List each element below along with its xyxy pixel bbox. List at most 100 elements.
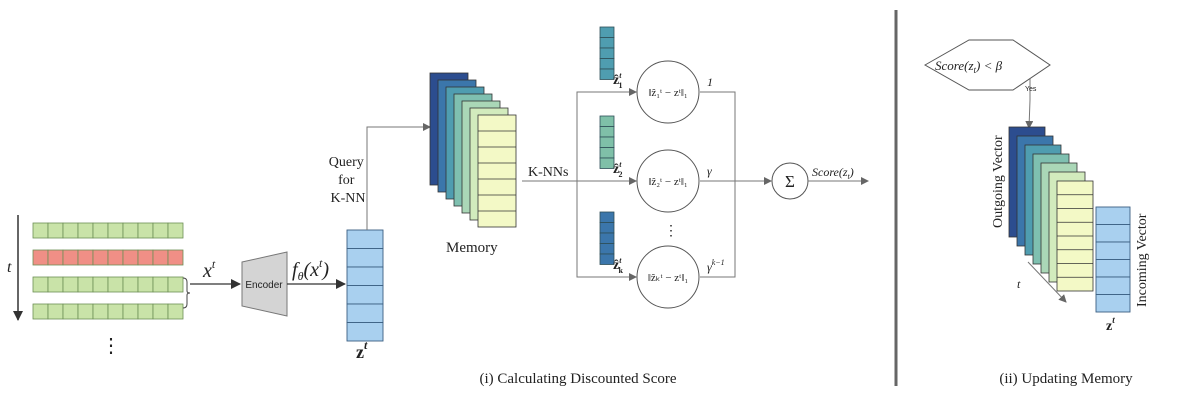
- input-cell: [167, 303, 184, 320]
- neighbor-vector: [599, 115, 615, 169]
- incoming-cell: [1095, 294, 1131, 313]
- discount-weight: 1: [707, 75, 713, 89]
- time-axis-label: t: [7, 259, 12, 276]
- input-cell: [92, 222, 109, 239]
- knn-label: K-NNs: [528, 165, 568, 180]
- input-cell: [77, 249, 94, 266]
- input-cell: [62, 276, 79, 293]
- input-cell: [107, 249, 124, 266]
- input-cell: [122, 249, 139, 266]
- update-vector-label: zt: [1106, 315, 1115, 334]
- score-output-label: Score(zt): [812, 165, 854, 181]
- outgoing-label: Outgoing Vector: [991, 135, 1006, 228]
- input-cell: [137, 249, 154, 266]
- input-sequence: [32, 222, 184, 320]
- neighbor-vector: [599, 211, 615, 265]
- merge-line-bottom: [700, 181, 736, 278]
- input-cell: [167, 222, 184, 239]
- incoming-cell: [1095, 206, 1131, 225]
- sum-symbol: Σ: [785, 172, 795, 191]
- embedding-cell: [346, 248, 384, 268]
- input-cell: [92, 303, 109, 320]
- input-cell: [137, 303, 154, 320]
- embedding-vector: [346, 229, 384, 342]
- update-time-label: t: [1017, 277, 1021, 291]
- incoming-cell: [1095, 241, 1131, 260]
- yes-label: Yes: [1025, 86, 1037, 93]
- input-cell: [152, 276, 169, 293]
- embedding-cell: [346, 322, 384, 342]
- input-label: xt: [202, 257, 216, 282]
- input-cell: [62, 222, 79, 239]
- caption-left: (i) Calculating Discounted Score: [479, 371, 676, 387]
- input-row: [32, 222, 184, 239]
- input-cell: [92, 249, 109, 266]
- incoming-label: Incoming Vector: [1135, 213, 1150, 307]
- incoming-cell: [1095, 276, 1131, 295]
- input-cell: [122, 276, 139, 293]
- knn-branch-bottom: [576, 181, 637, 281]
- distance-formula: ‖ẑₖᵗ − zᵗ‖₁: [648, 272, 689, 284]
- condition-label: Score(zt) < β: [935, 58, 1003, 75]
- input-cell: [152, 303, 169, 320]
- input-cell: [77, 222, 94, 239]
- input-cell: [122, 303, 139, 320]
- input-cell: [32, 249, 49, 266]
- input-row: [32, 303, 184, 320]
- encoder-block: [241, 251, 288, 317]
- embedding-cell: [346, 266, 384, 286]
- input-cell: [32, 303, 49, 320]
- condition-diamond: [923, 39, 1051, 91]
- query-arrow: [366, 123, 431, 230]
- neighbor-vector: [599, 26, 615, 80]
- incoming-vector: [1095, 206, 1131, 313]
- distance-node: [636, 60, 700, 124]
- input-cell: [47, 222, 64, 239]
- distance-node: [636, 245, 700, 309]
- time-axis: t: [7, 215, 23, 321]
- input-row: [32, 276, 184, 293]
- input-cell: [167, 249, 184, 266]
- input-cell: [47, 249, 64, 266]
- merge-line-top: [700, 91, 736, 181]
- embedding-cell: [346, 229, 384, 249]
- memory-layer: [1056, 180, 1094, 292]
- embedding-cell: [346, 285, 384, 305]
- embedding-cell: [346, 303, 384, 323]
- incoming-cell: [1095, 224, 1131, 243]
- input-cell: [47, 303, 64, 320]
- encoder-output-label: fθ(xt): [292, 256, 329, 283]
- input-cell: [107, 303, 124, 320]
- incoming-cell: [1095, 259, 1131, 278]
- embedding-label: zt: [356, 338, 368, 362]
- discount-weight: γ: [707, 164, 712, 178]
- input-cell: [137, 222, 154, 239]
- input-cell: [32, 222, 49, 239]
- input-cell: [167, 276, 184, 293]
- input-brace: [182, 277, 191, 309]
- update-time-axis: [1027, 261, 1067, 303]
- input-cell: [122, 222, 139, 239]
- input-cell: [152, 249, 169, 266]
- yes-arrow: [1025, 79, 1034, 129]
- input-cell: [107, 222, 124, 239]
- input-row: [32, 249, 184, 266]
- query-label: Query for K-NN: [329, 155, 368, 206]
- input-cell: [77, 276, 94, 293]
- discount-weight: γk−1: [707, 258, 725, 274]
- input-cell: [107, 276, 124, 293]
- input-cell: [47, 276, 64, 293]
- distance-node: [636, 149, 700, 213]
- encoder-label: Encoder: [245, 280, 283, 291]
- input-cell: [62, 249, 79, 266]
- distance-formula: ‖ẑ₁ᵗ − zᵗ‖₁: [648, 87, 688, 99]
- memory-layer: [477, 114, 517, 228]
